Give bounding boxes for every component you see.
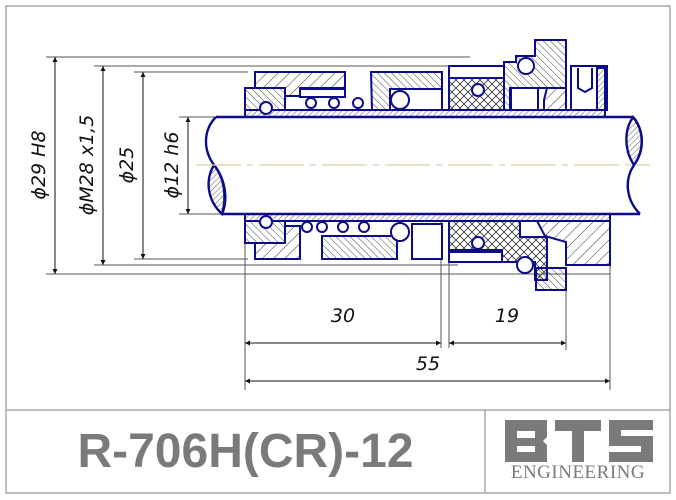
title-block: R-706H(CR)-12 ENGINEERING bbox=[6, 410, 670, 493]
logo-subtitle: ENGINEERING bbox=[510, 462, 646, 483]
diameter-labels: ϕ29 H8 ϕM28 x1,5 ϕ25 ϕ12 h6 bbox=[28, 115, 183, 216]
dim-label-19: 19 bbox=[495, 305, 519, 327]
length-dimensions bbox=[245, 340, 610, 384]
bts-logo: ENGINEERING bbox=[485, 410, 670, 493]
dim-label-30: 30 bbox=[331, 305, 355, 327]
seal-lower-half bbox=[244, 213, 611, 291]
dim-label-d12: ϕ12 h6 bbox=[161, 132, 183, 199]
dim-label-m28: ϕM28 x1,5 bbox=[76, 115, 98, 216]
length-labels: 30 19 55 bbox=[331, 305, 519, 375]
dim-label-d29: ϕ29 H8 bbox=[28, 130, 50, 199]
dim-label-55: 55 bbox=[416, 353, 440, 375]
diameter-dimensions bbox=[52, 57, 191, 274]
seal-upper-half bbox=[244, 39, 608, 118]
bts-logo-icon bbox=[505, 420, 653, 462]
drawing-frame bbox=[5, 5, 671, 494]
dim-label-d25: ϕ25 bbox=[116, 147, 138, 184]
part-number: R-706H(CR)-12 bbox=[77, 425, 414, 478]
